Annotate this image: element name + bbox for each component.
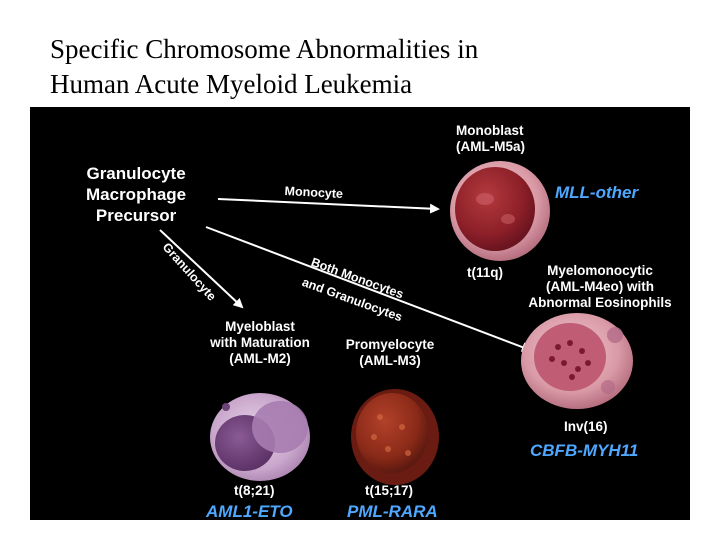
precursor-line1: Granulocyte bbox=[86, 164, 186, 183]
monocyte-arrow-label: Monocyte bbox=[284, 184, 344, 202]
arrow-both bbox=[205, 226, 532, 352]
precursor-line2: Macrophage bbox=[86, 185, 187, 204]
myeloblast-line3: (AML-M2) bbox=[229, 351, 291, 366]
myeloblast-gene: AML1-ETO bbox=[206, 502, 293, 520]
myelomonocytic-cell-image bbox=[521, 313, 633, 409]
myelomonocytic-gene: CBFB-MYH11 bbox=[530, 441, 639, 460]
myeloblast-abnormality: t(8;21) bbox=[234, 483, 275, 498]
myeloblast-cell-image bbox=[210, 393, 310, 481]
diagram-graphics bbox=[159, 161, 633, 485]
monoblast-gene: MLL-other bbox=[555, 183, 639, 202]
promyelocyte-line2: (AML-M3) bbox=[359, 353, 421, 368]
myelomonocytic-line2: (AML-M4eo) with bbox=[546, 279, 654, 294]
myelomonocytic-abnormality: Inv(16) bbox=[564, 419, 608, 434]
promyelocyte-abnormality: t(15;17) bbox=[365, 483, 414, 498]
myeloblast-line1: Myeloblast bbox=[225, 319, 295, 334]
promyelocyte-gene: PML-RARA bbox=[347, 502, 438, 520]
arrow-monocyte bbox=[217, 198, 440, 214]
promyelocyte-label: Promyelocyte (AML-M3) bbox=[330, 337, 450, 369]
myelomonocytic-line3: Abnormal Eosinophils bbox=[528, 295, 672, 310]
monoblast-cell-image bbox=[450, 161, 550, 261]
monoblast-subtype: (AML-M5a) bbox=[456, 139, 525, 154]
promyelocyte-line1: Promyelocyte bbox=[345, 337, 435, 352]
myeloblast-label: Myeloblast with Maturation (AML-M2) bbox=[190, 319, 330, 367]
monoblast-label: Monoblast (AML-M5a) bbox=[456, 123, 525, 155]
monoblast-abnormality: t(11q) bbox=[467, 265, 504, 280]
myelomonocytic-line1: Myelomonocytic bbox=[547, 263, 653, 278]
slide-title: Specific Chromosome Abnormalities in Hum… bbox=[50, 32, 690, 102]
myelomonocytic-label: Myelomonocytic (AML-M4eo) with Abnormal … bbox=[512, 263, 688, 311]
arrow-granulocyte bbox=[159, 229, 244, 309]
diagram-figure: Granulocyte Macrophage Precursor Monocyt… bbox=[30, 107, 690, 520]
precursor-label: Granulocyte Macrophage Precursor bbox=[86, 163, 186, 226]
slide-title-line2: Human Acute Myeloid Leukemia bbox=[50, 69, 413, 99]
monoblast-name: Monoblast bbox=[456, 123, 524, 138]
slide-title-line1: Specific Chromosome Abnormalities in bbox=[50, 34, 479, 64]
precursor-line3: Precursor bbox=[95, 206, 177, 225]
myeloblast-line2: with Maturation bbox=[210, 335, 310, 350]
promyelocyte-cell-image bbox=[351, 389, 439, 485]
